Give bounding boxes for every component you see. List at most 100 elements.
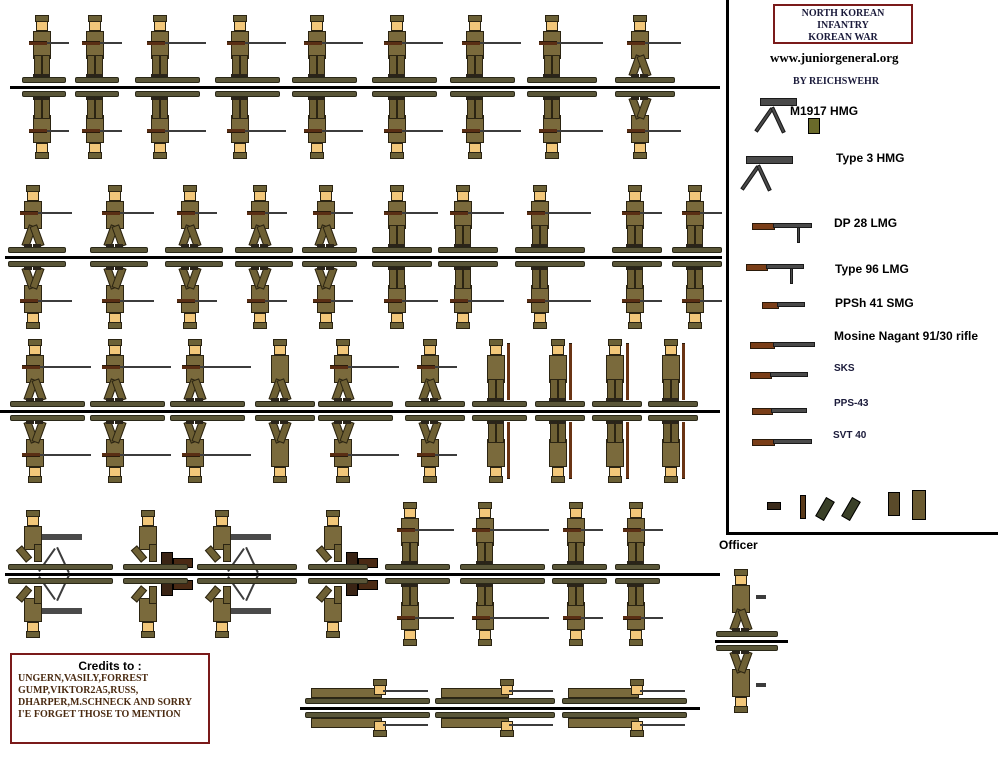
weapon-stock <box>621 299 640 303</box>
boot <box>33 244 41 249</box>
figure-standing-firing-row <box>372 13 443 83</box>
figure-mirror-charging-and-attention-row <box>10 415 91 485</box>
leg <box>223 586 231 604</box>
boot <box>388 74 396 79</box>
weapon-stock <box>472 616 490 620</box>
figure-machine-gun-crew-row <box>552 500 607 570</box>
base-plate <box>592 401 642 407</box>
cap <box>533 185 547 192</box>
cap <box>141 631 155 638</box>
hmg-gun <box>42 608 82 614</box>
figure-sprite <box>135 91 206 161</box>
boot <box>475 74 483 79</box>
cap <box>500 730 514 737</box>
base-plate <box>305 698 430 704</box>
weapon-stock <box>462 129 480 133</box>
cap <box>628 502 643 509</box>
base-plate <box>8 578 113 584</box>
boot <box>661 398 670 403</box>
website-link[interactable]: www.juniorgeneral.org <box>770 50 899 65</box>
weapon-stock <box>247 299 265 303</box>
cap <box>26 510 40 517</box>
weapon-stock <box>102 299 120 303</box>
figure-mirror-charging-and-attention-row <box>535 415 585 485</box>
leg <box>488 421 497 443</box>
base-plate <box>592 415 642 421</box>
weapon-barrel <box>100 42 123 44</box>
figure-mirror-charging-and-attention-row <box>255 415 315 485</box>
boot <box>160 74 168 79</box>
cap <box>545 15 559 22</box>
cap <box>215 510 229 517</box>
weapon-barrel <box>348 366 399 368</box>
weapon-barrel <box>415 529 454 531</box>
weapon-barrel <box>773 342 815 347</box>
figure-sprite <box>255 415 315 485</box>
base-plate <box>165 247 223 253</box>
figure-charging-and-attention-row <box>90 337 171 407</box>
heavy-machine-gun-icon <box>750 94 820 134</box>
weapon-barrel <box>100 130 123 132</box>
leg <box>240 97 248 119</box>
boot <box>195 398 203 403</box>
weapon-stock <box>227 129 245 133</box>
rifle-icon <box>750 336 815 376</box>
carbine-icon <box>750 366 808 406</box>
figure-sprite <box>197 500 297 574</box>
base-plate <box>302 247 357 253</box>
figure-sprite <box>8 500 113 574</box>
fold-line <box>5 256 722 259</box>
figure-sprite <box>450 91 521 161</box>
figure-mirror-charging-and-attention-row <box>318 415 399 485</box>
base-plate <box>385 564 450 570</box>
weapon-stock <box>182 365 200 369</box>
figure-mirror-charging-and-attention-row <box>90 415 171 485</box>
figure-mirror-charging-and-attention-row <box>472 415 527 485</box>
figure-sprite <box>135 13 206 83</box>
figure-sprite <box>318 337 399 407</box>
weapon-barrel <box>195 212 217 214</box>
figure-sprite <box>438 261 504 331</box>
cap <box>633 15 647 22</box>
leg <box>334 586 342 604</box>
author-byline: BY REICHSWEHR <box>793 76 880 87</box>
fold-line <box>715 640 788 643</box>
boot <box>280 398 288 403</box>
figure-standing-firing-row <box>135 13 206 83</box>
leg <box>475 97 483 119</box>
weapon-vertical <box>507 422 511 479</box>
leg <box>552 97 560 119</box>
base-plate <box>615 564 660 570</box>
leg <box>467 97 475 119</box>
weapon-stock <box>622 616 641 620</box>
boot <box>115 244 123 249</box>
cap <box>629 730 644 737</box>
figure-advancing-row <box>515 183 591 253</box>
base-plate <box>90 261 148 267</box>
submachine-gun-icon <box>762 296 805 336</box>
weapon-label: Mosine Nagant 91/30 rifle <box>834 329 979 343</box>
base-plate <box>135 91 200 97</box>
weapon-barrel <box>699 300 722 302</box>
weapon-stock <box>22 365 40 369</box>
base-plate <box>255 401 315 407</box>
leg <box>152 97 160 119</box>
cap <box>734 706 748 713</box>
base-plate <box>165 261 223 267</box>
figure-advancing-row <box>612 183 662 253</box>
cap <box>663 339 678 346</box>
weapon-barrel <box>265 212 287 214</box>
figure-charging-and-attention-row <box>318 337 399 407</box>
boot <box>326 244 335 249</box>
base-plate <box>716 645 778 651</box>
cap <box>188 476 202 483</box>
base-plate <box>460 564 545 570</box>
boot <box>271 398 279 403</box>
figure-mirror-standing-firing-row <box>527 91 603 161</box>
base-plate <box>552 564 607 570</box>
boot <box>540 244 548 249</box>
cap <box>153 152 167 159</box>
cap <box>403 502 417 509</box>
weapon-label: Type 96 LMG <box>835 262 909 276</box>
weapon-stock <box>102 211 120 215</box>
